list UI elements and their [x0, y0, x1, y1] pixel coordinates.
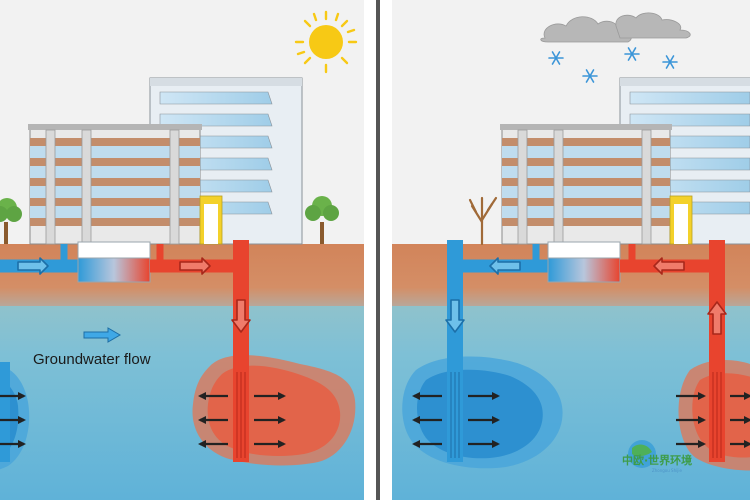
heat-exchanger — [547, 257, 621, 283]
watermark-logo: 中欧·世界环境 Zhongou Shijie — [622, 440, 692, 473]
watermark-text: 中欧·世界环境 — [622, 453, 692, 467]
cloud-icon — [540, 12, 691, 43]
groundwater-flow-label: Groundwater flow — [33, 351, 151, 368]
heat-exchanger — [77, 257, 151, 283]
sun-icon — [294, 10, 358, 74]
panel-summer: Groundwater flow — [0, 0, 364, 500]
snowflake-icon — [548, 47, 678, 83]
extraction-arrows — [676, 392, 750, 448]
injection-arrows — [198, 392, 286, 448]
soil-layer — [0, 244, 364, 306]
office-building — [500, 124, 693, 245]
tree-icon — [305, 196, 339, 244]
injection-arrows — [412, 392, 500, 448]
extraction-arrows — [0, 392, 26, 448]
bare-tree-icon — [468, 196, 498, 246]
panel-divider — [376, 0, 380, 500]
cold-well — [0, 362, 10, 462]
groundwater-flow-arrow — [83, 327, 121, 343]
pipe-flow-arrows — [445, 257, 727, 335]
watermark-subtext: Zhongou Shijie — [652, 468, 682, 473]
tree-icon — [0, 198, 22, 244]
pipe-flow-arrows — [17, 257, 251, 333]
office-building — [28, 124, 223, 245]
cold-water-plume — [402, 356, 563, 469]
panel-winter: 中欧·世界环境 Zhongou Shijie — [392, 0, 750, 500]
